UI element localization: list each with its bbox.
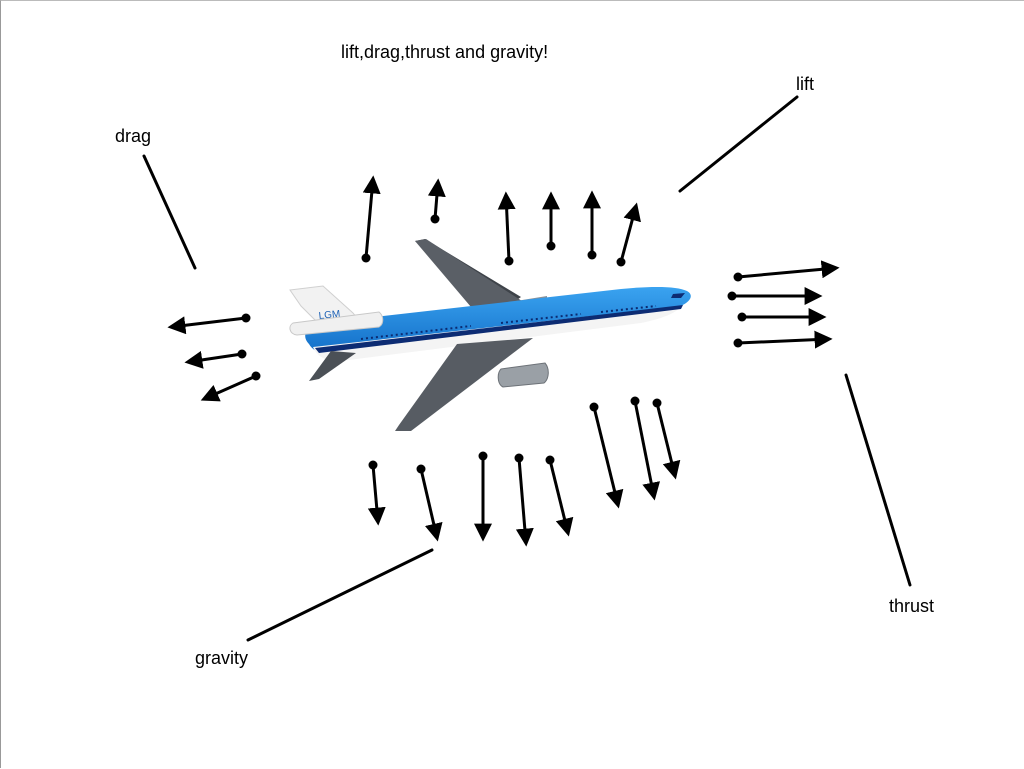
fuselage [305,286,691,354]
diagram-title: lift,drag,thrust and gravity! [341,42,549,62]
thrust-arrow [733,330,833,349]
gravity-arrow [630,396,661,501]
thrust-arrow [737,308,827,326]
lift-label: lift [796,74,814,94]
gravity-arrow [589,402,624,509]
gravity-arrow [416,464,443,542]
tail-engine [289,311,384,336]
lift-arrow [361,175,381,263]
fuselage-stripe [315,305,683,353]
cockpit-window [671,293,685,298]
drag-label: drag [115,126,152,146]
window-row [360,305,657,340]
lift-arrow [616,202,641,267]
gravity-arrow [545,455,574,537]
lift-arrow [497,191,516,266]
lift-arrow [583,190,601,260]
lift-arrow [427,178,446,224]
lift-leader-line [678,95,799,193]
gravity-arrow [514,453,534,547]
drag-arrow [184,349,247,369]
gravity-arrow [367,460,386,526]
lower-wing [395,338,533,431]
airplane-icon: LGM [289,239,691,431]
thrust-arrow [733,260,840,282]
gravity-label: gravity [195,648,249,668]
drag-arrow [200,371,261,402]
gravity-arrow [652,398,681,480]
tail-stabilizer [309,351,356,381]
thrust-leader-line [844,373,912,587]
upper-wing-surface [415,239,522,309]
gravity-leader-line [246,548,434,642]
drag-arrow [167,313,251,335]
lift-arrow [542,191,560,251]
gravity-arrow [474,451,492,542]
lower-engine [497,362,549,388]
drag-leader-line [142,154,197,270]
thrust-arrow [727,287,823,305]
thrust-label: thrust [889,596,935,616]
